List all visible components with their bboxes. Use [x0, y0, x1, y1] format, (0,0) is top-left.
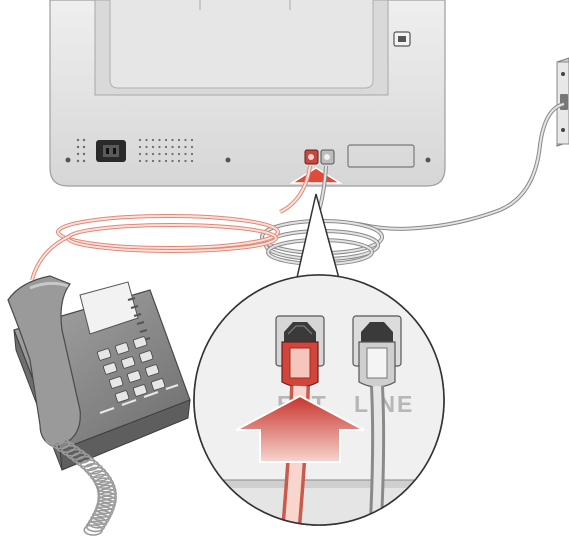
- vent-dot: [158, 160, 160, 162]
- vent-dot: [178, 160, 180, 162]
- line-jack: [353, 316, 401, 387]
- vent-dot: [171, 160, 173, 162]
- fax-device: [50, 0, 445, 186]
- vent-dot: [139, 146, 141, 148]
- vent-dot: [184, 160, 186, 162]
- vent-dot: [165, 153, 167, 155]
- power-socket-icon: [96, 140, 126, 162]
- vent-dot: [158, 139, 160, 141]
- ext-jack: [276, 316, 324, 387]
- vent-dot: [184, 153, 186, 155]
- vent-dot: [152, 146, 154, 148]
- vent-dot: [191, 139, 193, 141]
- vent-dot: [139, 153, 141, 155]
- vent-dot: [191, 153, 193, 155]
- vent-dot: [152, 139, 154, 141]
- vent-dot: [145, 153, 147, 155]
- vent-dot: [171, 139, 173, 141]
- vent-dot: [178, 146, 180, 148]
- vent-dot: [145, 160, 147, 162]
- vent-dot: [171, 153, 173, 155]
- vent-dot: [178, 153, 180, 155]
- vent-dot: [158, 146, 160, 148]
- vent-dot: [191, 160, 193, 162]
- vent-dot: [171, 146, 173, 148]
- wall-jack: [557, 58, 569, 146]
- vent-dot: [152, 153, 154, 155]
- vent-dot: [165, 160, 167, 162]
- vent-dot: [145, 146, 147, 148]
- vent-dot: [158, 153, 160, 155]
- vent-dot: [184, 139, 186, 141]
- vent-dot: [145, 139, 147, 141]
- vent-dot: [165, 146, 167, 148]
- vent-dot: [152, 160, 154, 162]
- vent-dot: [178, 139, 180, 141]
- vent-dot: [191, 146, 193, 148]
- telephone: [8, 276, 190, 535]
- vent-dot: [139, 160, 141, 162]
- vent-dot: [165, 139, 167, 141]
- vent-dot: [139, 139, 141, 141]
- vent-dot: [184, 146, 186, 148]
